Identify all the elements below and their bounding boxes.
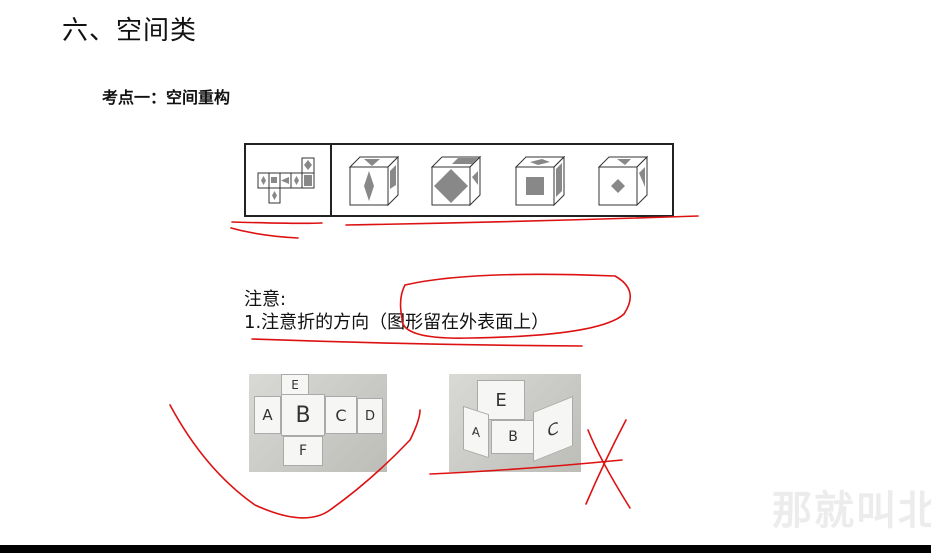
option-cube-2 (430, 155, 482, 207)
photo-folded-net: E A B C (449, 374, 581, 472)
underline-folded-photo (429, 459, 623, 475)
cross-stroke-2 (585, 419, 627, 505)
net-face-top: E (281, 374, 309, 396)
net-face-center: B (281, 394, 325, 436)
underline-puzzle (231, 221, 323, 225)
photo-flat-net: E A B C D F (249, 374, 387, 472)
net-face-bottom: F (283, 436, 323, 466)
arc-flat-photo (169, 404, 421, 519)
note-heading: 注意: (244, 289, 287, 310)
cross-stroke-1 (587, 429, 631, 509)
circle-note (399, 273, 632, 339)
option-cube-4 (597, 155, 649, 207)
cube-net-shapes (261, 160, 312, 200)
option-cube-3 (514, 155, 566, 207)
watermark: 那就叫北 (772, 488, 931, 534)
folded-face-front: B (491, 420, 535, 454)
puzzle-drawing (257, 155, 649, 207)
net-face-far-right: D (357, 398, 383, 434)
note-line-1: 1.注意折的方向（图形留在外表面上） (244, 312, 550, 333)
bottom-bar (0, 545, 931, 553)
underline-net (230, 227, 299, 239)
net-face-left: A (254, 396, 281, 434)
subtitle: 考点一：空间重构 (102, 88, 231, 107)
underline-note (251, 338, 583, 347)
net-face-right: C (325, 396, 357, 434)
underline-options (345, 215, 699, 226)
option-cube-1 (348, 155, 400, 207)
puzzle-divider (330, 145, 332, 215)
section-title: 六、空间类 (62, 16, 198, 46)
puzzle-figure (244, 143, 674, 217)
